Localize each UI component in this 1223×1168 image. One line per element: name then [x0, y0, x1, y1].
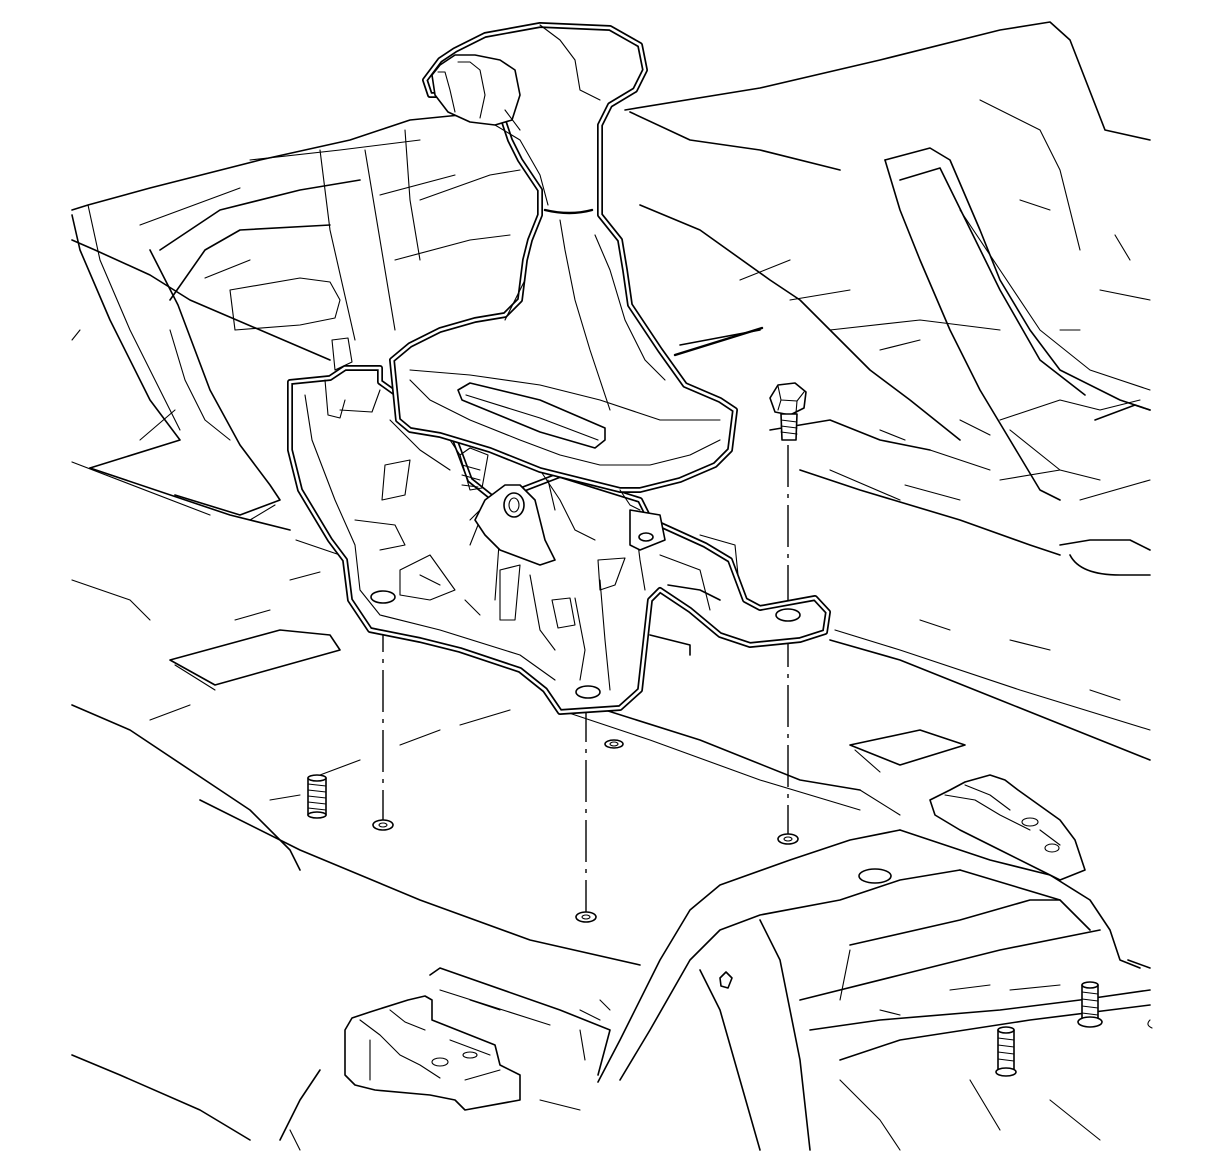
shift-lever-knob: [409, 24, 764, 511]
shifter-base: [287, 337, 831, 715]
seat-mount-bracket-left: [344, 995, 521, 1111]
floor-weld-nut: [604, 739, 624, 749]
mounting-stud: [995, 1026, 1017, 1077]
floor-pan: [71, 21, 1153, 1151]
mounting-stud: [1077, 981, 1103, 1028]
floor-weld-nut: [575, 911, 597, 923]
floor-weld-nut: [372, 819, 394, 831]
shifter-bolt: [769, 382, 807, 441]
mounting-stud: [307, 774, 327, 819]
shift-boot: [389, 22, 738, 493]
seat-mount-bracket-right: [929, 774, 1086, 881]
floor-weld-nut: [777, 833, 799, 845]
